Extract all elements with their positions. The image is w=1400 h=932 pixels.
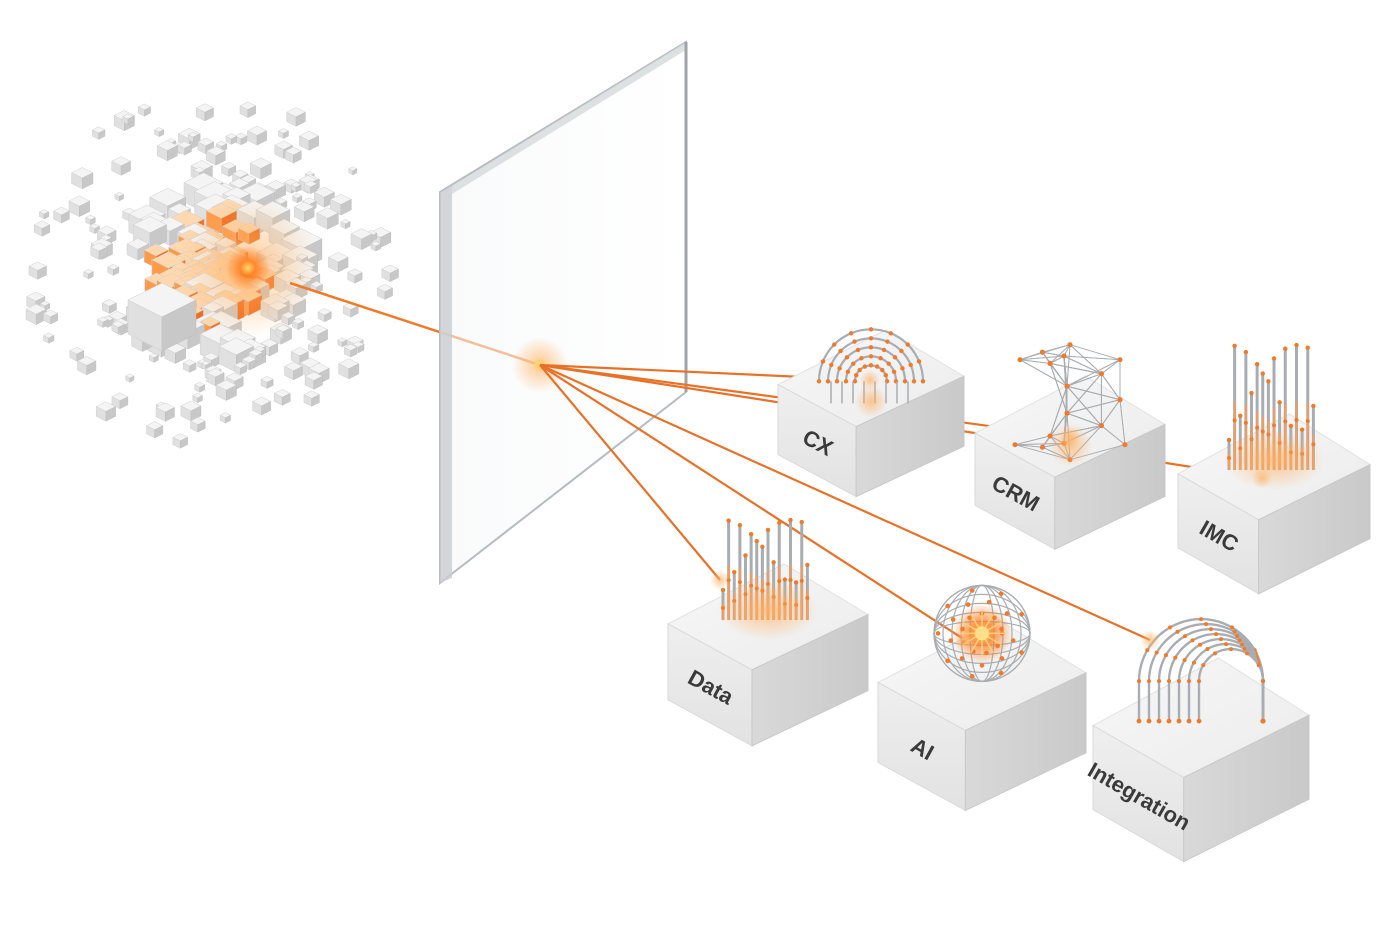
concentric-rings-icon bbox=[816, 327, 926, 418]
arch-icon bbox=[1136, 617, 1266, 724]
glass-pane-icon bbox=[439, 40, 688, 586]
vertical-bars-icon bbox=[1224, 342, 1324, 491]
pedestal-crm: CRM bbox=[973, 342, 1167, 551]
beam-to-data bbox=[539, 364, 721, 581]
pedestal-integration: Integration bbox=[1084, 617, 1311, 863]
pedestal-data: Data bbox=[666, 517, 870, 747]
beam-to-integration bbox=[539, 363, 1151, 642]
pedestal-cx: CX bbox=[776, 327, 966, 498]
data-bars-icon bbox=[718, 517, 818, 641]
beam-to-ai bbox=[539, 364, 966, 641]
pedestal-ai: AI bbox=[876, 584, 1088, 812]
exploding-cube-cluster-icon bbox=[25, 101, 400, 449]
pedestal-imc: IMC bbox=[1176, 342, 1372, 595]
